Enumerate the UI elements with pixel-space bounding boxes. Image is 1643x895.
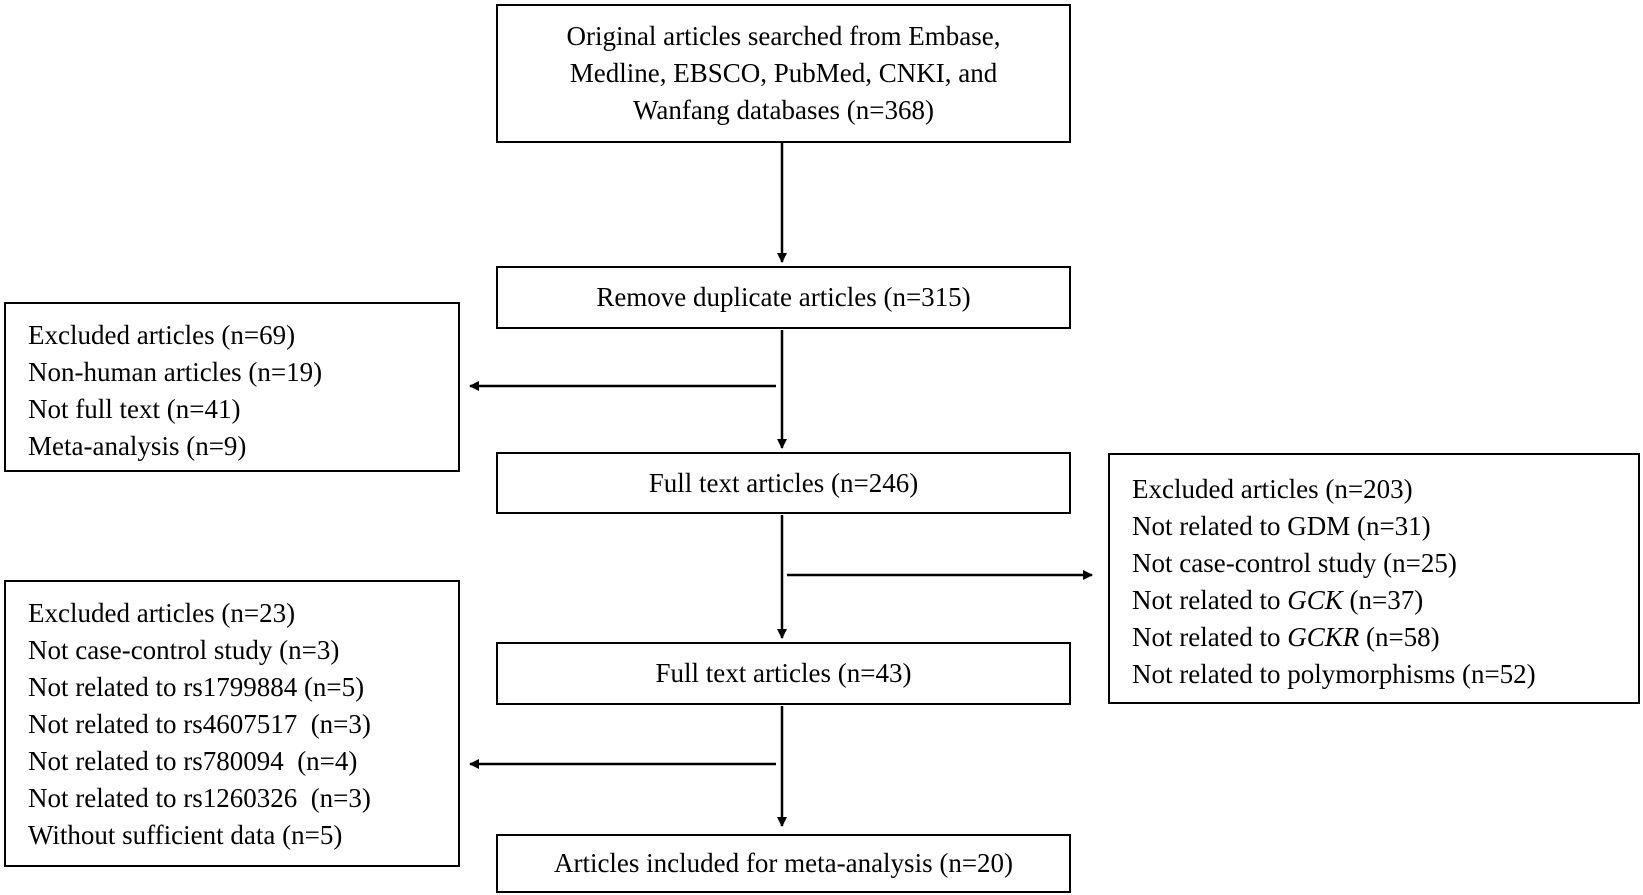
full-text-1-label: Full text articles (n=246) (648, 467, 919, 498)
excluded-23-line-6: Not related to rs1260326 (n=3) (28, 783, 371, 813)
full-text-box-1: Full text articles (n=246) (496, 452, 1071, 514)
excluded-203-line-1: Excluded articles (n=203) (1132, 474, 1413, 504)
excluded-23-line-5: Not related to rs780094 (n=4) (28, 746, 358, 776)
excluded-box-69: Excluded articles (n=69) Non-human artic… (4, 302, 460, 472)
gene-name-gck: GCK (1287, 585, 1343, 615)
excluded-203-line-5-prefix: Not related to (1132, 622, 1288, 652)
full-text-2-label: Full text articles (n=43) (655, 658, 912, 688)
excluded-box-23: Excluded articles (n=23) Not case-contro… (4, 580, 460, 867)
search-line-2: Medline, EBSCO, PubMed, CNKI, and (569, 58, 998, 88)
excluded-69-line-1: Excluded articles (n=69) (28, 320, 296, 350)
excluded-23-line-3: Not related to rs1799884 (n=5) (28, 672, 365, 702)
excluded-203-line-2: Not related to GDM (n=31) (1132, 511, 1431, 541)
excluded-203-line-5: Not related to GCKR (n=58) (1132, 619, 1616, 656)
excluded-203-line-6: Not related to polymorphisms (n=52) (1132, 659, 1536, 689)
excluded-203-line-5-suffix: (n=58) (1359, 622, 1440, 652)
search-line-3: Wanfang databases (n=368) (633, 95, 934, 125)
excluded-203-line-4-prefix: Not related to (1132, 585, 1288, 615)
excluded-69-line-2: Non-human articles (n=19) (28, 357, 323, 387)
remove-duplicates-label: Remove duplicate articles (n=315) (596, 282, 971, 312)
excluded-23-line-4: Not related to rs4607517 (n=3) (28, 709, 371, 739)
excluded-203-line-4-suffix: (n=37) (1342, 585, 1424, 615)
search-line-1: Original articles searched from Embase, (566, 21, 1001, 51)
remove-duplicates-box: Remove duplicate articles (n=315) (496, 266, 1071, 329)
excluded-23-line-2: Not case-control study (n=3) (28, 635, 340, 665)
included-box: Articles included for meta-analysis (n=2… (496, 834, 1071, 893)
excluded-69-line-3: Not full text (n=41) (28, 394, 241, 424)
excluded-box-203: Excluded articles (n=203) Not related to… (1108, 453, 1640, 704)
full-text-box-2: Full text articles (n=43) (496, 642, 1071, 705)
excluded-203-line-4: Not related to GCK (n=37) (1132, 582, 1616, 619)
search-box: Original articles searched from Embase, … (496, 4, 1071, 143)
excluded-23-line-7: Without sufficient data (n=5) (28, 820, 343, 850)
included-label: Articles included for meta-analysis (n=2… (553, 848, 1014, 878)
excluded-203-line-3: Not case-control study (n=25) (1132, 548, 1457, 578)
excluded-69-line-4: Meta-analysis (n=9) (28, 431, 247, 461)
gene-name-gckr: GCKR (1287, 622, 1360, 652)
excluded-23-line-1: Excluded articles (n=23) (28, 598, 296, 628)
